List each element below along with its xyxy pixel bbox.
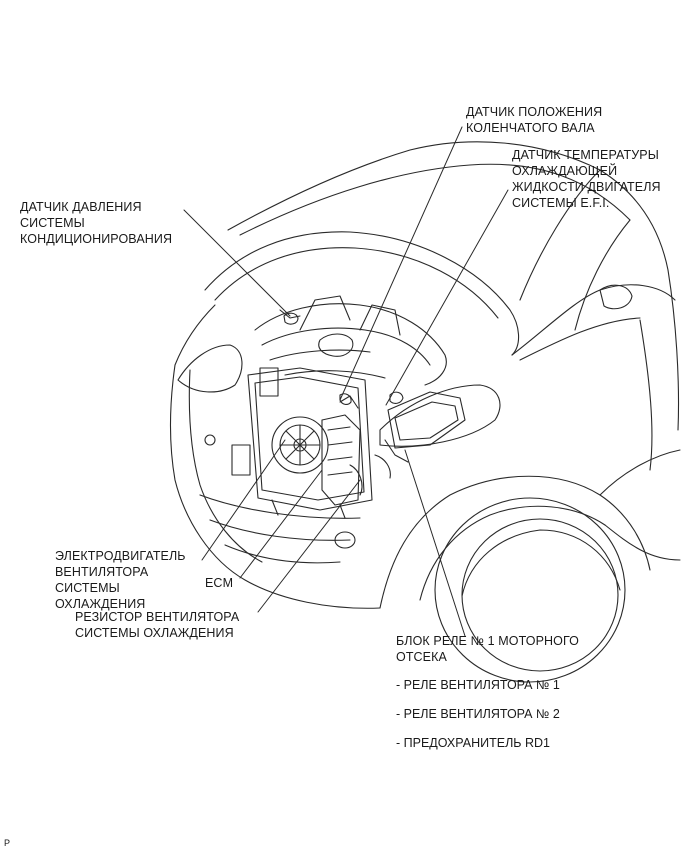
- relay-item-fan-relay-1: - РЕЛЕ ВЕНТИЛЯТОРА № 1: [396, 678, 560, 692]
- relay-block-drawing: [375, 392, 465, 478]
- label-ac-pressure-sensor: ДАТЧИК ДАВЛЕНИЯ СИСТЕМЫ КОНДИЦИОНИРОВАНИ…: [20, 200, 173, 246]
- label-ecm: ECM: [205, 576, 234, 590]
- label-engine-room-relay-block: БЛОК РЕЛЕ № 1 МОТОРНОГО ОТСЕКА: [396, 634, 579, 664]
- label-engine-coolant-temp-sensor: ДАТЧИК ТЕМПЕРАТУРЫ ОХЛАЖДАЮЩЕЙ ЖИДКОСТИ …: [512, 148, 661, 210]
- relay-item-fan-relay-2: - РЕЛЕ ВЕНТИЛЯТОРА № 2: [396, 707, 560, 721]
- radiator-assembly: [248, 368, 372, 518]
- footer-mark: P: [4, 838, 11, 848]
- vehicle-body: [170, 142, 680, 682]
- relay-item-fuse-rd1: - ПРЕДОХРАНИТЕЛЬ RD1: [396, 736, 550, 750]
- label-cooling-fan-resistor: РЕЗИСТОР ВЕНТИЛЯТОРА СИСТЕМЫ ОХЛАЖДЕНИЯ: [75, 610, 240, 640]
- label-crank-position-sensor: ДАТЧИК ПОЛОЖЕНИЯ КОЛЕНЧАТОГО ВАЛА: [466, 105, 603, 135]
- leader-lines: [184, 127, 508, 636]
- label-cooling-fan-motor: ЭЛЕКТРОДВИГАТЕЛЬ ВЕНТИЛЯТОРА СИСТЕМЫ ОХЛ…: [55, 549, 186, 611]
